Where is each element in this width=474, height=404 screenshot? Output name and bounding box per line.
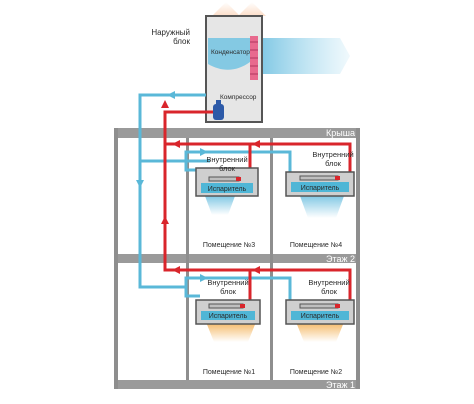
floor1-label: Этаж 1 xyxy=(326,380,355,390)
indoor-unit-label-room4-line2: блок xyxy=(325,159,342,168)
indoor-unit-label-room3-line2: блок xyxy=(219,164,236,173)
room1-label: Помещение №1 xyxy=(203,369,255,376)
floor1-band xyxy=(114,380,360,389)
room3-label: Помещение №3 xyxy=(203,242,255,249)
condenser-area xyxy=(208,38,250,70)
refrigerant-lines xyxy=(138,93,352,304)
airflow-room1 xyxy=(206,322,256,342)
compressor-icon xyxy=(213,104,224,120)
floor2-band xyxy=(114,254,360,263)
evaporator-room2 xyxy=(291,311,349,320)
evaporator-label-room4: Испаритель xyxy=(301,185,340,192)
evaporator-room3 xyxy=(201,183,253,193)
indoor-unit-room3: Испаритель Внутренний блок Помещение №3 xyxy=(195,155,259,249)
indoor-unit-room4: Испаритель Внутренний блок Помещение №4 xyxy=(285,150,355,249)
room-wall-middle xyxy=(270,138,273,380)
roof-label: Крыша xyxy=(326,128,355,138)
evaporator-room1 xyxy=(201,311,255,320)
floor2-label: Этаж 2 xyxy=(326,254,355,264)
room4-label: Помещение №4 xyxy=(290,242,342,249)
outdoor-unit: Наружный блок Конденсатор Компрессор xyxy=(151,2,350,123)
indoor-unit-room1: Испаритель Внутренний блок Помещение №1 xyxy=(195,278,261,376)
airflow-room3 xyxy=(205,196,235,215)
compressor-label: Компрессор xyxy=(220,94,257,101)
left-wall xyxy=(114,128,118,389)
arrow-gas-roof xyxy=(172,140,180,148)
arrow-gas-floor2-2 xyxy=(252,266,260,274)
outdoor-unit-title-line1: Наружный xyxy=(151,28,190,37)
arrow-gas-up xyxy=(161,100,169,108)
evaporator-label-room3: Испаритель xyxy=(208,186,247,193)
evaporator-label-room1: Испаритель xyxy=(209,313,248,320)
arrow-liquid-top xyxy=(167,91,175,99)
indoor-unit-label-room3-line1: Внутренний xyxy=(206,155,247,164)
arrow-liquid-roof xyxy=(200,148,208,156)
indoor-unit-label-room2-line1: Внутренний xyxy=(308,278,349,287)
airflow-room2 xyxy=(296,322,344,342)
room-wall-left xyxy=(186,138,189,380)
arrow-gas-floor2 xyxy=(172,266,180,274)
indoor-unit-label-room1-line2: блок xyxy=(220,287,237,296)
flow-arrows xyxy=(136,91,260,282)
intake-air-arrow xyxy=(262,38,350,74)
evaporator-label-room2: Испаритель xyxy=(301,313,340,320)
condenser-label: Конденсатор xyxy=(211,49,250,56)
building-frame: Крыша Этаж 2 Этаж 1 xyxy=(114,128,360,390)
right-wall xyxy=(356,128,360,389)
room2-label: Помещение №2 xyxy=(290,369,342,376)
indoor-unit-room2: Испаритель Внутренний блок Помещение №2 xyxy=(285,278,355,376)
arrow-gas-roof-2 xyxy=(252,140,260,148)
arrow-liquid-down xyxy=(136,180,144,188)
liquid-lines xyxy=(138,93,292,302)
arrow-liquid-floor2 xyxy=(200,274,208,282)
airflow-room4 xyxy=(300,196,344,218)
arrow-gas-up-lower xyxy=(161,216,169,224)
indoor-unit-label-room4-line1: Внутренний xyxy=(312,150,353,159)
indoor-unit-label-room1-line1: Внутренний xyxy=(207,278,248,287)
indoor-unit-label-room2-line2: блок xyxy=(321,287,338,296)
evaporator-room4 xyxy=(291,182,349,192)
outdoor-unit-title-line2: блок xyxy=(173,37,190,46)
roof-band xyxy=(114,128,360,138)
